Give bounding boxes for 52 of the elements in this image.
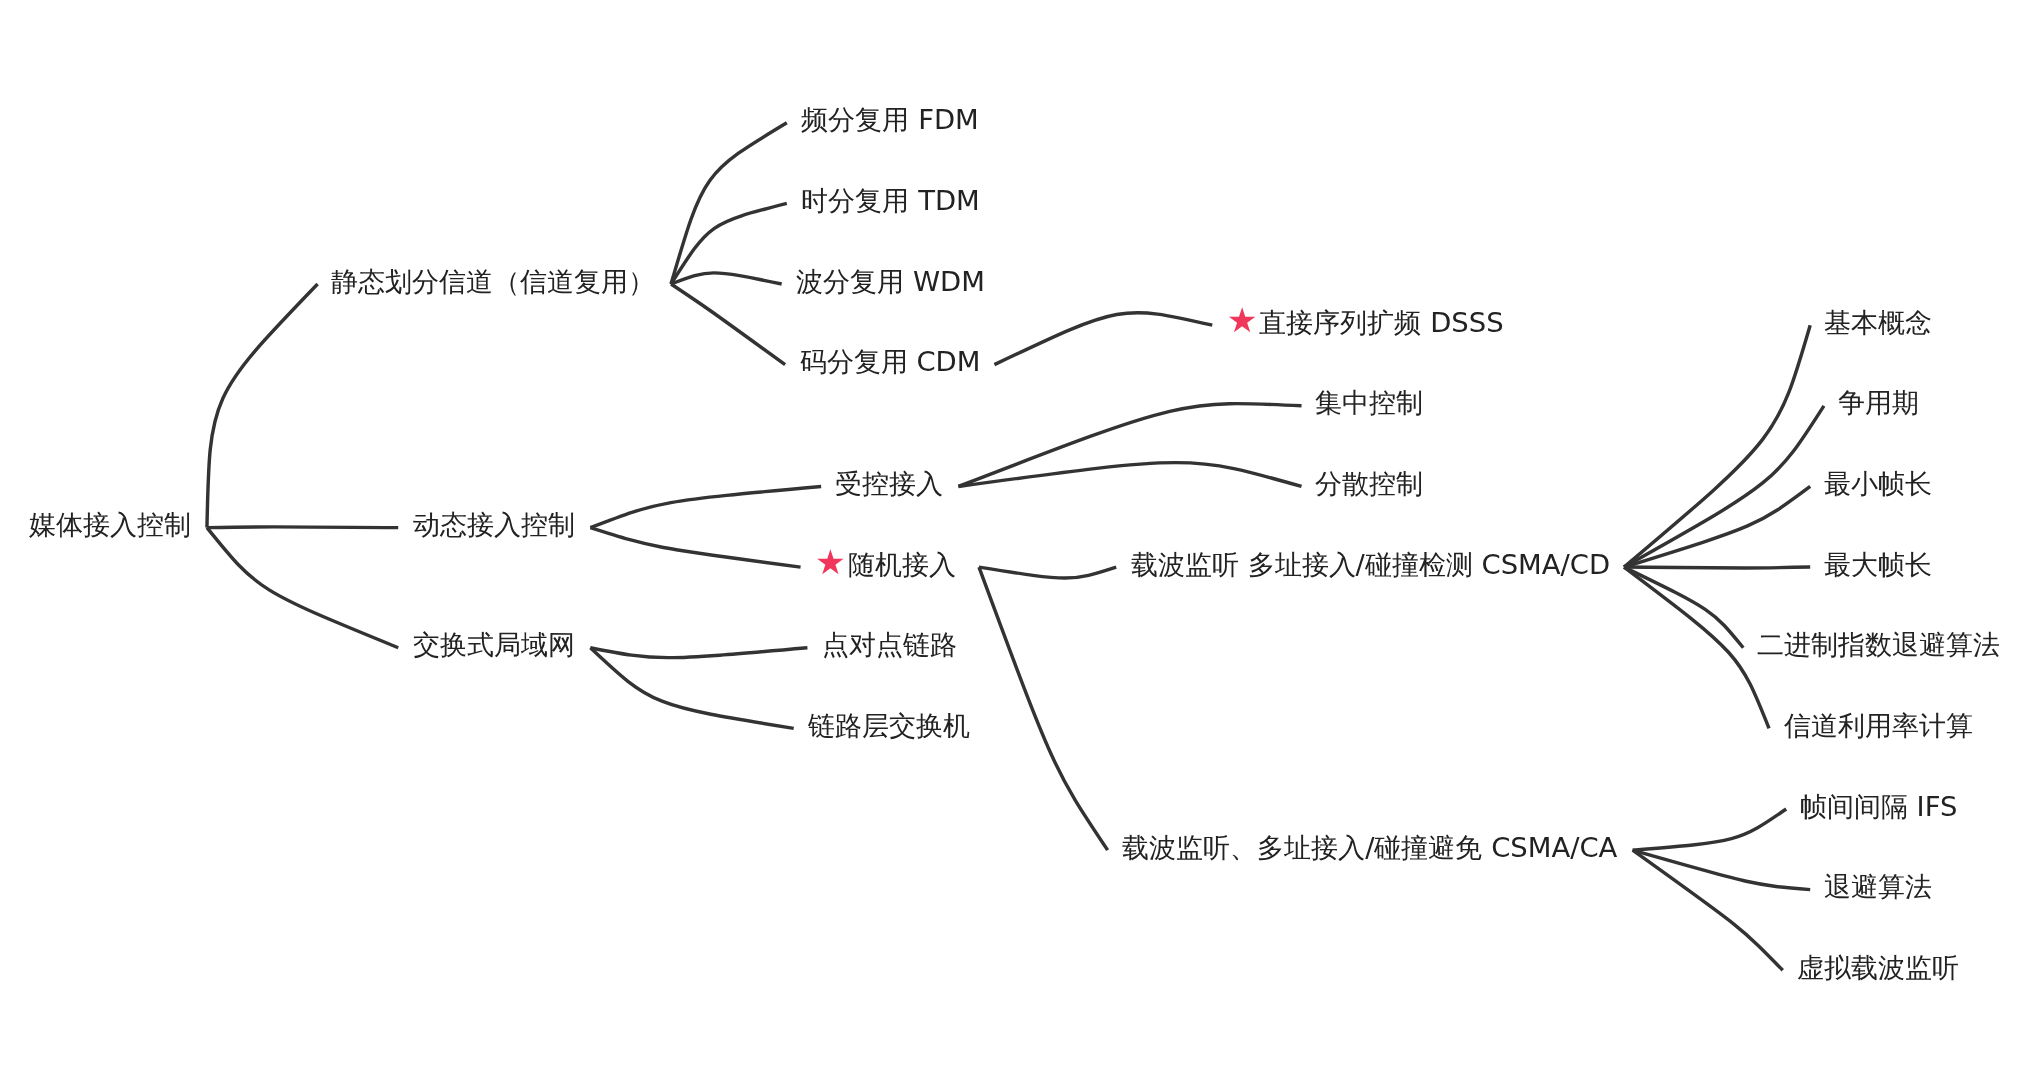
node-text: 直接序列扩频 DSSS xyxy=(1259,306,1504,338)
node-text: 波分复用 WDM xyxy=(796,265,985,297)
node-text: 载波监听 多址接入/碰撞检测 CSMA/CD xyxy=(1130,548,1611,580)
connector xyxy=(669,201,788,285)
node-text: 受控接入 xyxy=(834,467,943,499)
node-text: 频分复用 FDM xyxy=(801,103,979,135)
connector xyxy=(978,564,1117,580)
connector xyxy=(206,524,399,529)
node-text: 点对点链路 xyxy=(821,628,957,660)
connector xyxy=(958,460,1302,488)
node-text: 最大帧长 xyxy=(1823,548,1932,580)
connector xyxy=(589,645,794,730)
node-text: 随机接入 xyxy=(847,548,956,580)
node-label: ★ xyxy=(815,541,846,582)
connector xyxy=(590,645,808,659)
node-text: 链路层交换机 xyxy=(808,709,971,741)
connector xyxy=(589,525,801,569)
connector xyxy=(1623,565,1745,649)
node-text: 最小帧长 xyxy=(1823,467,1932,499)
connector xyxy=(1632,807,1788,852)
node-text: 帧间间隔 IFS xyxy=(1799,790,1958,822)
node-text: 二进制指数退避算法 xyxy=(1757,628,2000,660)
node-text: 基本概念 xyxy=(1823,306,1932,338)
node-text: 争用期 xyxy=(1837,386,1919,418)
connector xyxy=(1623,484,1812,569)
connector xyxy=(205,282,319,528)
node-text: 载波监听、多址接入/碰撞避免 CSMA/CA xyxy=(1122,831,1618,863)
connector xyxy=(670,282,787,366)
connector xyxy=(669,120,788,284)
connector xyxy=(1631,848,1784,971)
connector xyxy=(1623,404,1826,569)
connector xyxy=(670,270,783,286)
node-text: 信道利用率计算 xyxy=(1783,709,1973,741)
node-text: 时分复用 TDM xyxy=(801,184,980,216)
connector xyxy=(1632,848,1811,891)
node-text: 交换式局域网 xyxy=(412,628,575,660)
connector xyxy=(1622,324,1812,568)
node-text: 分散控制 xyxy=(1315,467,1424,499)
node-label: ★ xyxy=(1226,299,1258,340)
connector xyxy=(957,401,1302,488)
node-text: 集中控制 xyxy=(1315,386,1424,418)
connector xyxy=(993,310,1213,366)
connector xyxy=(205,526,399,649)
node-text: 动态接入控制 xyxy=(412,508,575,540)
node-text: 退避算法 xyxy=(1823,870,1932,902)
node-text: 码分复用 CDM xyxy=(799,345,981,377)
node-text: 媒体接入控制 xyxy=(29,508,192,540)
node-text: 虚拟载波监听 xyxy=(1797,951,1960,983)
connector xyxy=(589,484,822,529)
connector xyxy=(1623,565,1771,729)
connector xyxy=(977,566,1110,851)
node-text: 静态划分信道（信道复用） xyxy=(331,265,656,297)
